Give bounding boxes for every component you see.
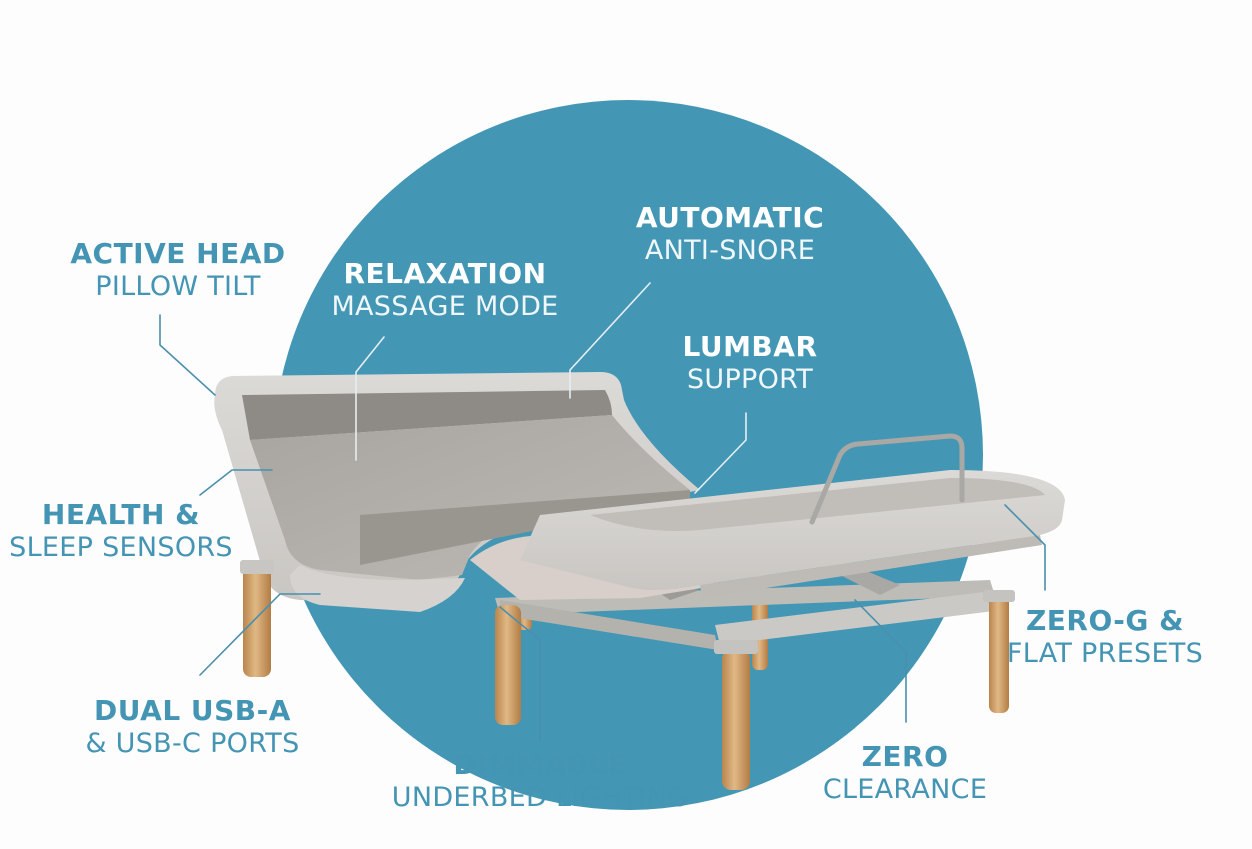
callout-usb-line <box>199 593 321 676</box>
feature-title: ZERO-G & <box>1025 604 1185 637</box>
feature-title: DIMMABLE <box>453 748 627 781</box>
feature-title: AUTOMATIC <box>635 201 825 234</box>
feature-title: ACTIVE HEAD <box>70 237 286 270</box>
callout-active-head-line <box>159 314 216 396</box>
callout-zero-line <box>854 599 907 723</box>
feature-subtitle: SUPPORT <box>686 363 814 395</box>
adjustable-bed-base-icon <box>214 372 1065 790</box>
feature-subtitle: MASSAGE MODE <box>331 290 559 322</box>
feature-automatic: AUTOMATIC ANTI-SNORE <box>620 201 840 267</box>
feature-active-head: ACTIVE HEAD PILLOW TILT <box>58 237 298 303</box>
callout-relaxation-line <box>355 336 385 461</box>
feature-title: HEALTH & <box>41 498 201 531</box>
feature-subtitle: PILLOW TILT <box>95 270 261 302</box>
callout-dimmable-line <box>499 606 541 741</box>
feature-zero-g: ZERO-G & FLAT PRESETS <box>1000 604 1210 670</box>
feature-subtitle: CLEARANCE <box>822 773 988 805</box>
feature-dimmable: DIMMABLE UNDERBED LIGHTING <box>375 748 705 814</box>
callout-zerog-line <box>1004 504 1046 591</box>
feature-subtitle: FLAT PRESETS <box>1006 637 1204 669</box>
feature-subtitle: ANTI-SNORE <box>644 234 816 266</box>
feature-subtitle: UNDERBED LIGHTING <box>391 781 689 813</box>
callout-health-line <box>199 469 273 496</box>
feature-title: LUMBAR <box>682 330 818 363</box>
callout-automatic-line <box>569 282 651 399</box>
feature-title: DUAL USB-A <box>94 694 291 727</box>
feature-title: ZERO <box>861 740 949 773</box>
feature-health: HEALTH & SLEEP SENSORS <box>0 498 242 564</box>
feature-lumbar: LUMBAR SUPPORT <box>665 330 835 396</box>
feature-subtitle: & USB-C PORTS <box>85 727 300 759</box>
feature-relaxation: RELAXATION MASSAGE MODE <box>315 257 575 323</box>
feature-subtitle: SLEEP SENSORS <box>9 531 233 563</box>
feature-dual-usb: DUAL USB-A & USB-C PORTS <box>75 694 310 760</box>
feature-title: RELAXATION <box>343 257 547 290</box>
callout-lumbar-line <box>694 412 747 494</box>
feature-zero: ZERO CLEARANCE <box>805 740 1005 806</box>
